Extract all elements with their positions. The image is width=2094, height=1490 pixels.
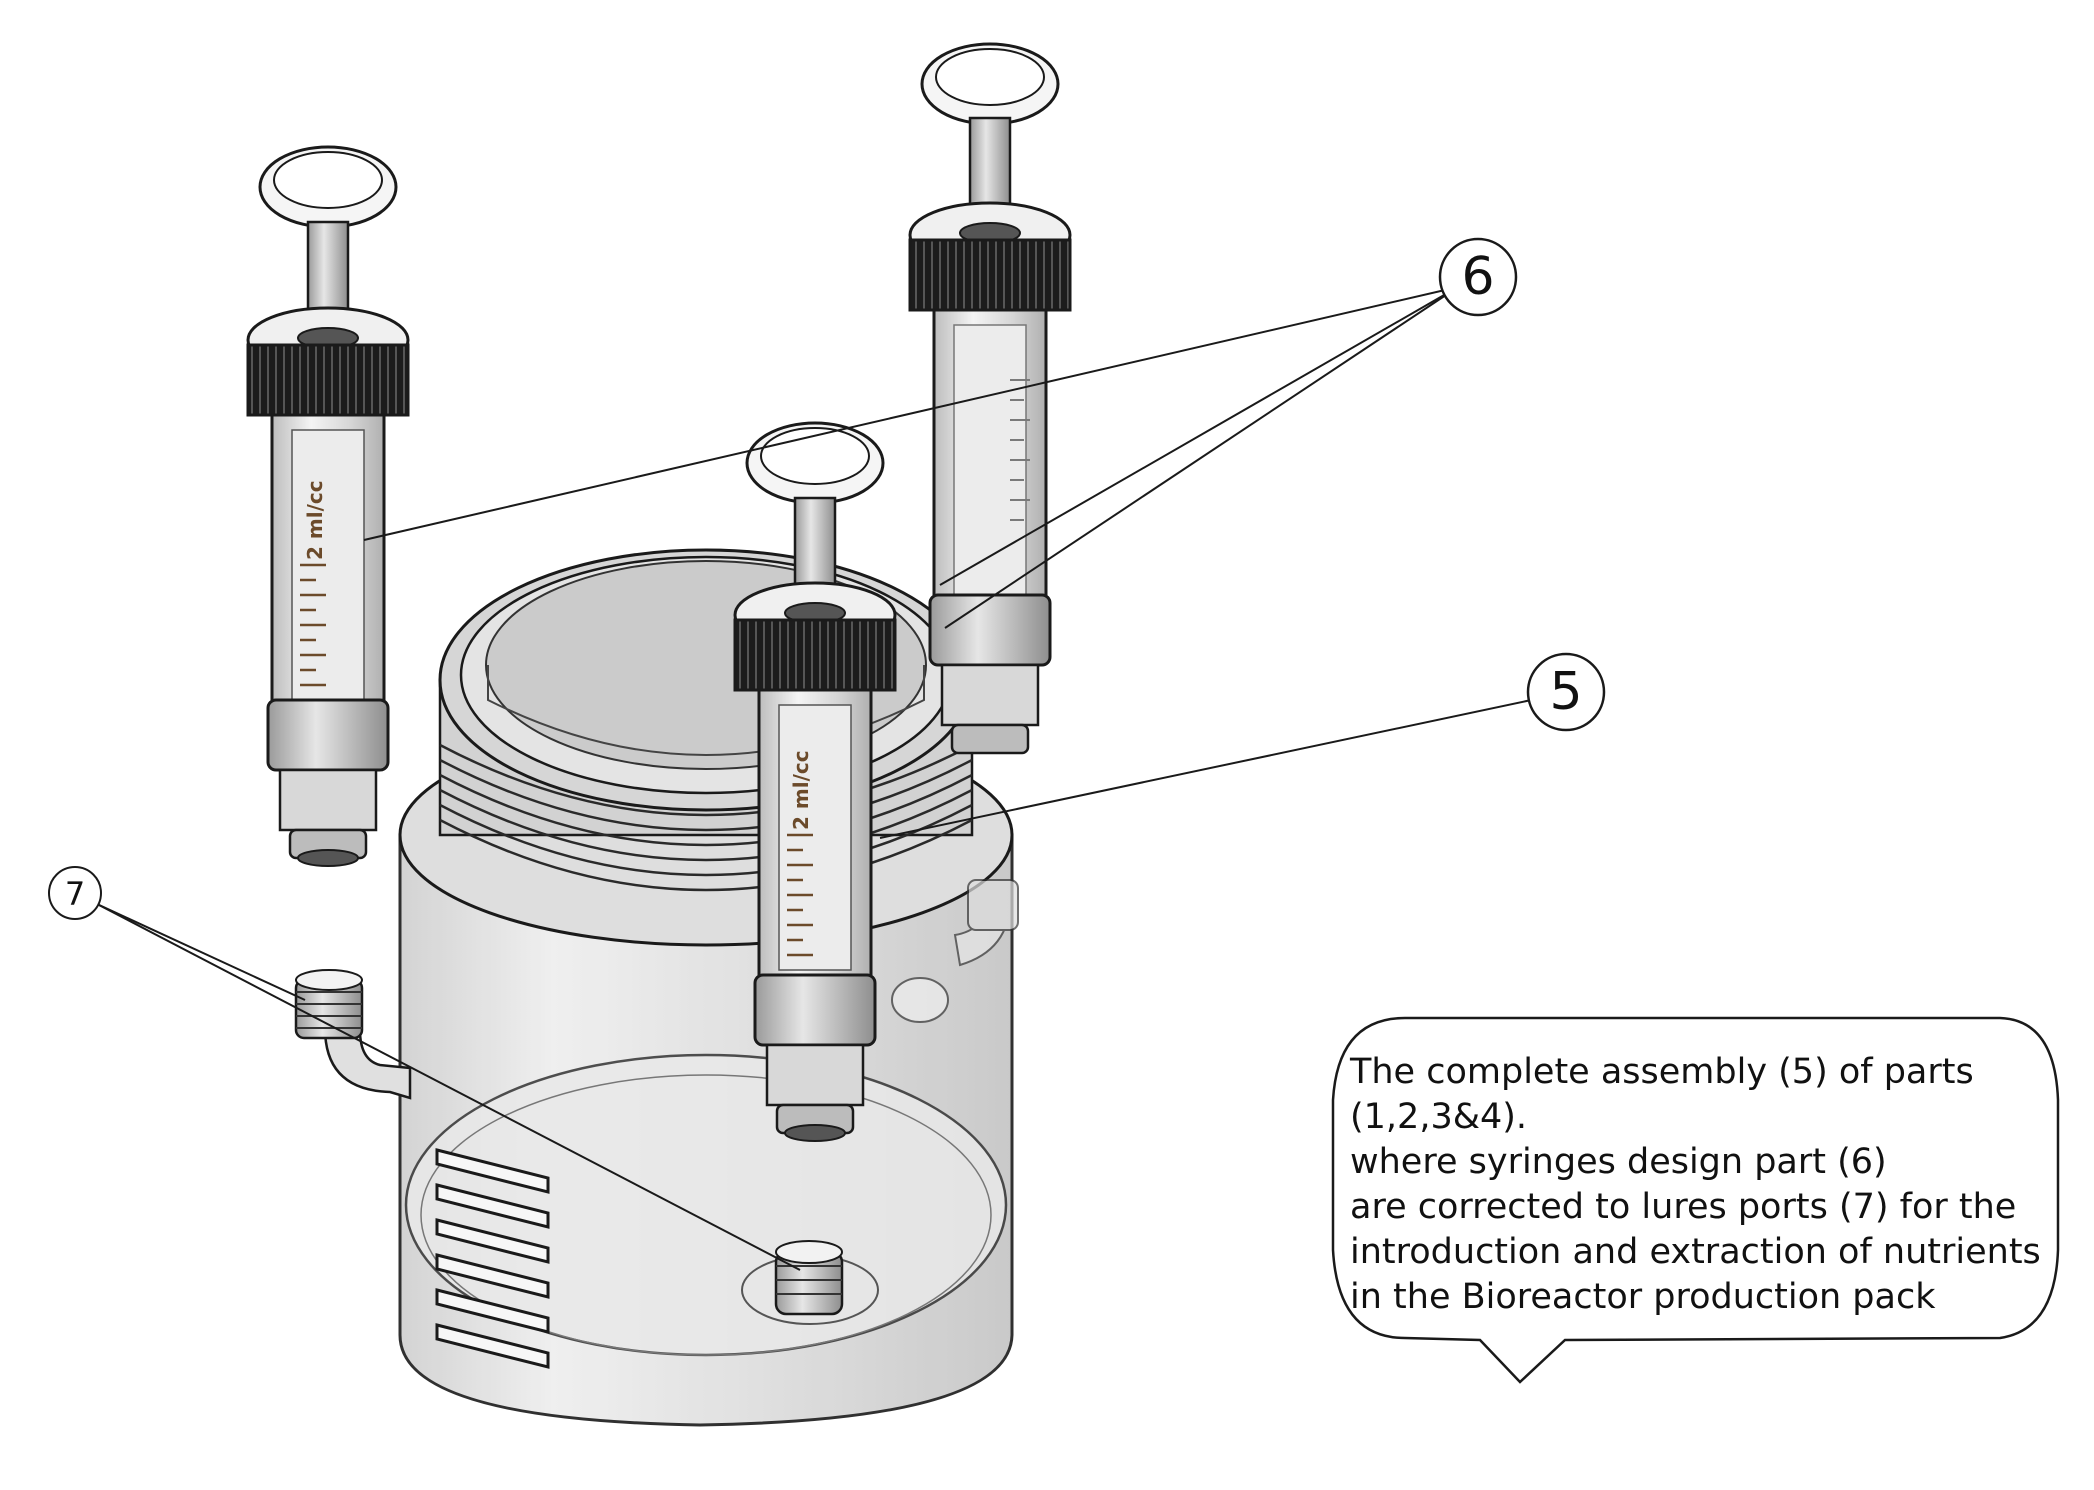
callout-6-label: 6 [1461, 247, 1494, 307]
luer-port-right [891, 879, 1019, 1023]
syringe-right [908, 42, 1072, 755]
description-line: (1,2,3&4). [1350, 1097, 1528, 1137]
description-line: where syringes design part (6) [1350, 1142, 1887, 1182]
description-speech-bubble [1331, 1016, 2060, 1384]
callout-5: 5 [1526, 652, 1606, 732]
luer-port-bottom [741, 1240, 879, 1325]
bioreactor-jar [294, 548, 1019, 1427]
description-line: The complete assembly (5) of parts [1350, 1052, 1974, 1092]
description-line: introduction and extraction of nutrients [1350, 1232, 2041, 1272]
syringe-left: 2 ml/cc [246, 145, 410, 867]
jar-vent-slots [435, 1148, 550, 1369]
description-text: The complete assembly (5) of parts (1,2,… [1350, 1050, 2041, 1320]
description-line: are corrected to lures ports (7) for the [1350, 1187, 2017, 1227]
syringe-center-scale-label: 2 ml/cc [789, 750, 813, 830]
callout-5-label: 5 [1549, 662, 1582, 722]
callout-7-label: 7 [65, 875, 85, 913]
luer-port-left [294, 969, 412, 1100]
leader-lines [96, 286, 1556, 1271]
callout-6: 6 [1438, 237, 1518, 317]
syringe-left-scale-label: 2 ml/cc [303, 480, 327, 560]
syringe-center: 2 ml/cc [733, 421, 897, 1142]
description-line: in the Bioreactor production pack [1350, 1277, 1936, 1317]
callout-7: 7 [48, 866, 102, 920]
